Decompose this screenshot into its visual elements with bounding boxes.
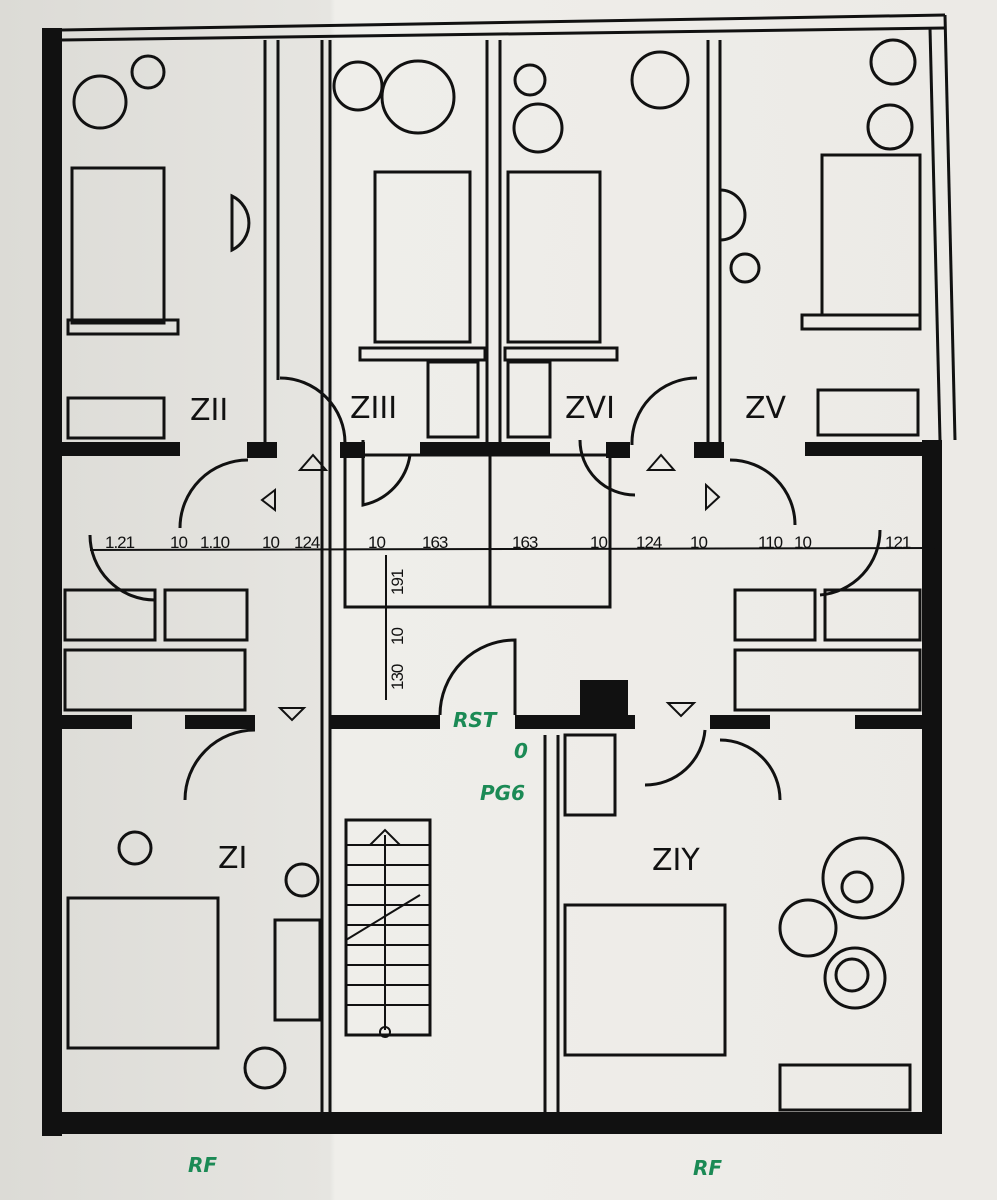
dim-label: 163 bbox=[422, 533, 448, 552]
dim-label: 1.10 bbox=[200, 533, 230, 552]
annotation-rst: RST bbox=[453, 708, 498, 732]
dim-label: 10 bbox=[590, 533, 607, 552]
annotation-zero: 0 bbox=[514, 739, 528, 763]
annotation-pg6: PG6 bbox=[480, 781, 525, 805]
room-label-z3: ZIII bbox=[350, 391, 397, 426]
outer-wall-left bbox=[42, 28, 62, 1136]
vertical-dimensions: 191 10 130 bbox=[388, 569, 407, 690]
dim-label: 10 bbox=[262, 533, 279, 552]
room-label-z6: ZVI bbox=[565, 391, 615, 426]
room-label-z4: ZIY bbox=[652, 843, 700, 878]
annotation-rf-right: RF bbox=[693, 1156, 722, 1180]
dim-label: 10 bbox=[794, 533, 811, 552]
dim-label: 163 bbox=[512, 533, 538, 552]
room-label-z1: ZI bbox=[218, 841, 247, 876]
outer-wall-bottom bbox=[42, 1112, 942, 1134]
dim-label: 130 bbox=[388, 664, 407, 690]
horizontal-dimensions: 1.21 10 1.10 10 124 10 163 163 10 124 10… bbox=[105, 533, 912, 552]
dim-label: 121 bbox=[885, 533, 911, 552]
outer-wall-right bbox=[922, 440, 942, 1134]
dim-label: 10 bbox=[170, 533, 187, 552]
dim-label: 10 bbox=[368, 533, 385, 552]
annotation-rf-left: RF bbox=[188, 1153, 217, 1177]
dim-label: 191 bbox=[388, 569, 407, 595]
dim-label: 10 bbox=[690, 533, 707, 552]
staircase bbox=[344, 818, 432, 1037]
dim-label: 110 bbox=[758, 533, 783, 552]
dim-label: 10 bbox=[388, 628, 407, 645]
dim-label: 1.21 bbox=[105, 533, 135, 552]
room-label-z2: ZII bbox=[190, 393, 228, 428]
room-label-z5: ZV bbox=[745, 391, 787, 426]
dim-label: 124 bbox=[294, 533, 320, 552]
dim-label: 124 bbox=[636, 533, 662, 552]
